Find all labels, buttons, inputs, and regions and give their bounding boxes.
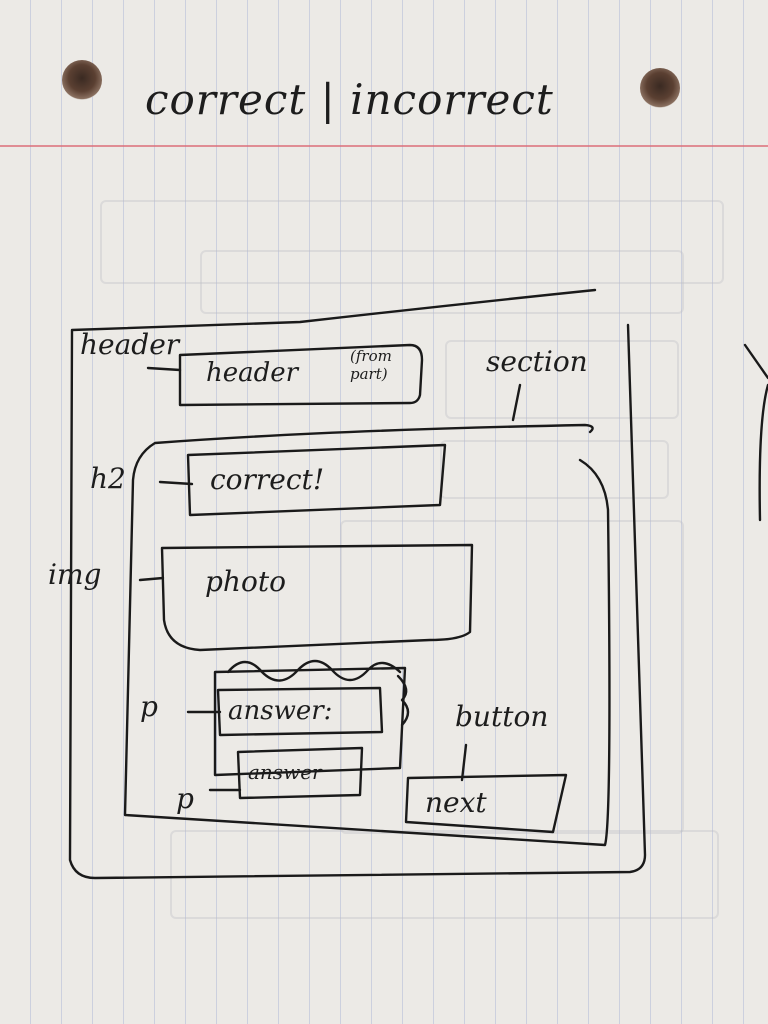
punch-hole-right (640, 68, 680, 108)
img-box-text: photo (205, 565, 286, 598)
h2-pointer-line (158, 480, 194, 486)
button-box-text: next (425, 786, 487, 819)
p-tag-label-2: p (176, 782, 194, 815)
header-box-note-line-2: part) (350, 365, 388, 383)
button-pointer-line (460, 743, 468, 782)
adjacent-sketch-edge (743, 343, 768, 522)
img-box-outline (160, 543, 474, 652)
img-tag-label: img (48, 558, 102, 591)
header-pointer-line (146, 366, 182, 372)
show-through-smudge (170, 830, 719, 919)
header-tag-label: header (80, 328, 180, 361)
show-through-smudge (440, 440, 669, 499)
h2-box-text: correct! (210, 463, 325, 496)
p-wavy-edit (226, 659, 402, 682)
button-box-outline (404, 773, 568, 834)
p-box-2-outline (236, 746, 364, 800)
header-box-note-line-1: (from (350, 347, 392, 365)
section-pointer-line (511, 383, 522, 422)
header-box-outline (178, 343, 424, 407)
p-edit-bracket (396, 674, 410, 727)
button-tag-label: button (455, 700, 549, 733)
header-box-text: header (206, 358, 299, 388)
show-through-smudge (100, 200, 724, 284)
p-box-1-text: answer: (228, 696, 333, 726)
section-tag-label: section (486, 345, 588, 378)
img-pointer-line (138, 576, 165, 582)
page-title: correct | incorrect (145, 75, 554, 124)
p-tag-label-1: p (140, 690, 158, 723)
show-through-smudge (445, 340, 679, 419)
h2-tag-label: h2 (90, 462, 126, 495)
show-through-smudge (200, 250, 684, 314)
header-box-note: (from part) (350, 347, 392, 383)
p-box-1-outline (216, 686, 384, 737)
section-box-outline (123, 423, 611, 847)
p-box-2-text: answer (248, 760, 322, 784)
p-wrapper-outline (213, 666, 407, 777)
outer-container-outline (68, 288, 647, 880)
punch-hole-left (62, 60, 102, 100)
red-margin-line (0, 145, 768, 147)
h2-box-outline (186, 443, 447, 517)
